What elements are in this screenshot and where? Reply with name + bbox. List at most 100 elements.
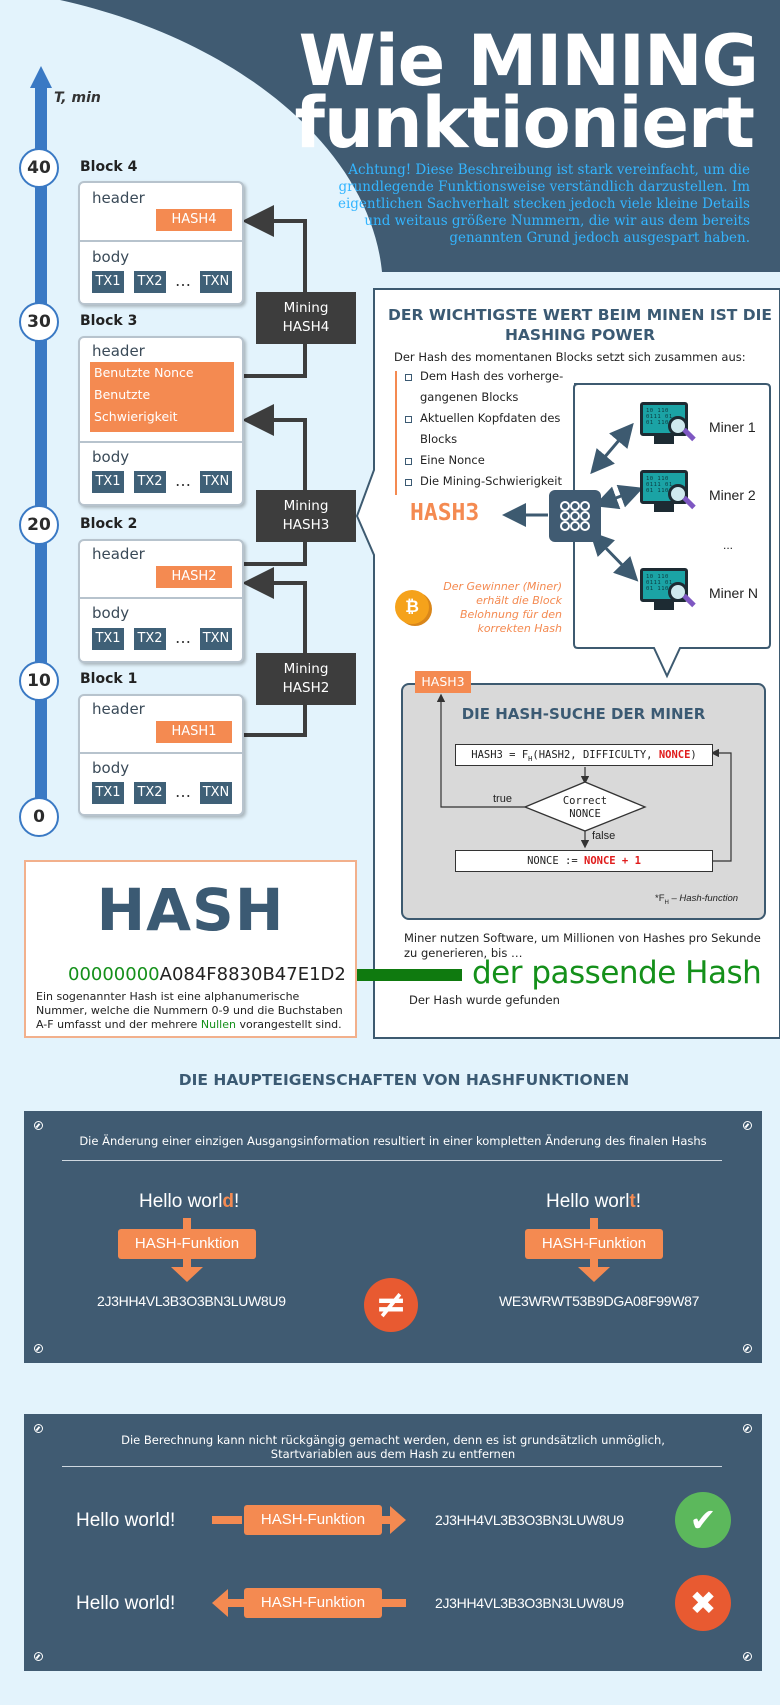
row1-input-text: Hello world! bbox=[76, 1510, 176, 1531]
mining-software-text: Miner nutzen Software, um Millionen von … bbox=[404, 931, 761, 960]
block-1-divider bbox=[80, 752, 242, 754]
mining-hash3-box: Mining HASH3 bbox=[256, 490, 356, 542]
block-3-tx-ellipsis: … bbox=[175, 471, 191, 490]
bullet-difficulty: Die Mining-Schwierigkeit bbox=[400, 471, 563, 492]
formula-end: ) bbox=[690, 749, 697, 761]
block-4-tx1: TX1 bbox=[92, 271, 124, 293]
miner-n-label: Miner N bbox=[709, 585, 759, 601]
avalanche-property-text: Die Änderung einer einzigen Ausgangsinfo… bbox=[79, 1134, 707, 1148]
right-input-prefix: Hello worl bbox=[546, 1191, 630, 1212]
hash-definition-part1: Ein sogenannter Hash ist eine alphanumer… bbox=[36, 990, 343, 1031]
block-3: header Benutzte Nonce Benutzte Schwierig… bbox=[78, 336, 244, 506]
block-4: header HASH4 body TX1 TX2 … TXN bbox=[78, 181, 244, 305]
bullet-header-data: Aktuellen Kopfdaten des bbox=[400, 408, 563, 429]
block-4-tx2: TX2 bbox=[134, 271, 166, 293]
formula-arguments: (HASH2, DIFFICULTY, bbox=[532, 749, 659, 761]
property-panel-avalanche: Die Änderung einer einzigen Ausgangsinfo… bbox=[24, 1111, 762, 1363]
right-input-suffix: ! bbox=[635, 1191, 642, 1212]
bitcoin-coin-icon: ₿ bbox=[395, 590, 429, 624]
block-3-tx1: TX1 bbox=[92, 471, 124, 493]
increment-value: NONCE + 1 bbox=[584, 855, 641, 867]
block-1: header HASH1 body TX1 TX2 … TXN bbox=[78, 694, 244, 816]
left-input-prefix: Hello worl bbox=[139, 1191, 223, 1212]
screw-icon bbox=[34, 1652, 43, 1661]
panel1-flow-arrows bbox=[171, 1218, 610, 1282]
not-equal-icon: ≠ bbox=[364, 1278, 418, 1332]
formula-prefix: HASH3 = F bbox=[471, 749, 529, 761]
hash-search-flow-arrows bbox=[436, 693, 732, 862]
block-1-hash: HASH1 bbox=[156, 721, 232, 743]
title-line-1: Wie MINING bbox=[298, 20, 759, 102]
irreversible-text-line2: Startvariablen aus dem Hash zu entfernen bbox=[270, 1447, 516, 1461]
screw-icon bbox=[743, 1424, 752, 1433]
footnote-text: Hash-function bbox=[679, 893, 739, 904]
hash3-tag: HASH3 bbox=[415, 671, 471, 693]
hash-search-title: DIE HASH-SUCHE DER MINER bbox=[461, 705, 706, 723]
screw-icon bbox=[743, 1121, 752, 1130]
right-input-changed-char: t bbox=[629, 1191, 636, 1212]
bullet-header-data-cont: Blocks bbox=[420, 432, 458, 446]
mining-hash2-line2: HASH2 bbox=[282, 680, 330, 696]
right-hash-output: WE3WRWT53B9DGA08F99W87 bbox=[499, 1293, 700, 1309]
formula-subscript: H bbox=[528, 755, 533, 764]
miner-1-label: Miner 1 bbox=[709, 419, 756, 435]
hash-card-title: HASH bbox=[96, 876, 285, 944]
left-hash-function-box: HASH-Funktion bbox=[118, 1229, 256, 1259]
tick-30: 30 bbox=[19, 302, 59, 342]
block-4-hash: HASH4 bbox=[156, 209, 232, 231]
screw-icon bbox=[743, 1652, 752, 1661]
mining-hash3-line2: HASH3 bbox=[282, 517, 330, 533]
block-3-title: Block 3 bbox=[80, 313, 138, 329]
miner-ellipsis: ... bbox=[723, 538, 734, 552]
block-2-hash: HASH2 bbox=[156, 566, 232, 588]
forward-hash-function-box: HASH-Funktion bbox=[244, 1505, 382, 1535]
block-3-tx2: TX2 bbox=[134, 471, 166, 493]
mining-hash4-line1: Mining bbox=[283, 300, 329, 316]
mining-hash4-box: Mining HASH4 bbox=[256, 292, 356, 344]
footnote-subscript: H bbox=[664, 899, 669, 906]
hash-properties-heading: DIE HAUPTEIGENSCHAFTEN VON HASHFUNKTIONE… bbox=[178, 1071, 630, 1089]
right-hash-function-box: HASH-Funktion bbox=[525, 1229, 663, 1259]
left-input-suffix: ! bbox=[234, 1191, 240, 1212]
block-4-tx-ellipsis: … bbox=[175, 271, 191, 290]
hash-function-footnote: *FH – Hash-function bbox=[655, 893, 738, 906]
panel2-divider bbox=[62, 1466, 722, 1467]
decision-line1: Correct bbox=[562, 795, 608, 807]
bullet-nonce: Eine Nonce bbox=[400, 450, 563, 471]
block-2-body-label: body bbox=[92, 604, 130, 622]
row1-hash-output: 2J3HH4VL3B3O3BN3LUW8U9 bbox=[435, 1512, 624, 1528]
footnote-prefix: *F bbox=[655, 893, 665, 904]
example-hash-zeros: 00000000 bbox=[68, 964, 160, 985]
hashing-power-title: DER WICHTIGSTE WERT BEIM MINEN IST DIE H… bbox=[375, 305, 780, 345]
increment-prefix: NONCE := bbox=[527, 855, 584, 867]
mining-hash3-line1: Mining bbox=[283, 498, 329, 514]
block-2-txn: TXN bbox=[200, 628, 232, 650]
right-input-text: Hello worlt! bbox=[546, 1191, 641, 1213]
block-3-header-label: header bbox=[92, 342, 145, 360]
block-2-divider bbox=[80, 597, 242, 599]
block-4-title: Block 4 bbox=[80, 159, 138, 175]
mining-hash2-box: Mining HASH2 bbox=[256, 653, 356, 705]
tick-20: 20 bbox=[19, 505, 59, 545]
hash-definition-text: Ein sogenannter Hash ist eine alphanumer… bbox=[36, 990, 354, 1032]
block-4-divider bbox=[80, 240, 242, 242]
block-4-txn: TXN bbox=[200, 271, 232, 293]
block-1-tx1: TX1 bbox=[92, 782, 124, 804]
screw-icon bbox=[34, 1121, 43, 1130]
block-2-tx1: TX1 bbox=[92, 628, 124, 650]
hash-definition-part2: vorangestellt sind. bbox=[235, 1018, 342, 1031]
block-1-txn: TXN bbox=[200, 782, 232, 804]
block-1-title: Block 1 bbox=[80, 671, 138, 687]
tick-0: 0 bbox=[19, 797, 59, 837]
mining-hash4-line2: HASH4 bbox=[282, 319, 330, 335]
matching-hash-caption: der passende Hash bbox=[472, 955, 762, 991]
title-line-2: funktioniert bbox=[294, 82, 755, 164]
network-hub-icon bbox=[549, 490, 601, 542]
left-hash-output: 2J3HH4VL3B3O3BN3LUW8U9 bbox=[97, 1293, 286, 1309]
block-reward-text: Der Gewinner (Miner) erhält die Block Be… bbox=[443, 580, 562, 635]
block-4-body-label: body bbox=[92, 248, 130, 266]
footnote-dash: – bbox=[671, 893, 677, 904]
bullet-prev-hash: Dem Hash des vorherge- bbox=[400, 366, 563, 387]
hash-definition-card: HASH 00000000A084F8830B47E1D2 Ein sogena… bbox=[24, 860, 357, 1038]
